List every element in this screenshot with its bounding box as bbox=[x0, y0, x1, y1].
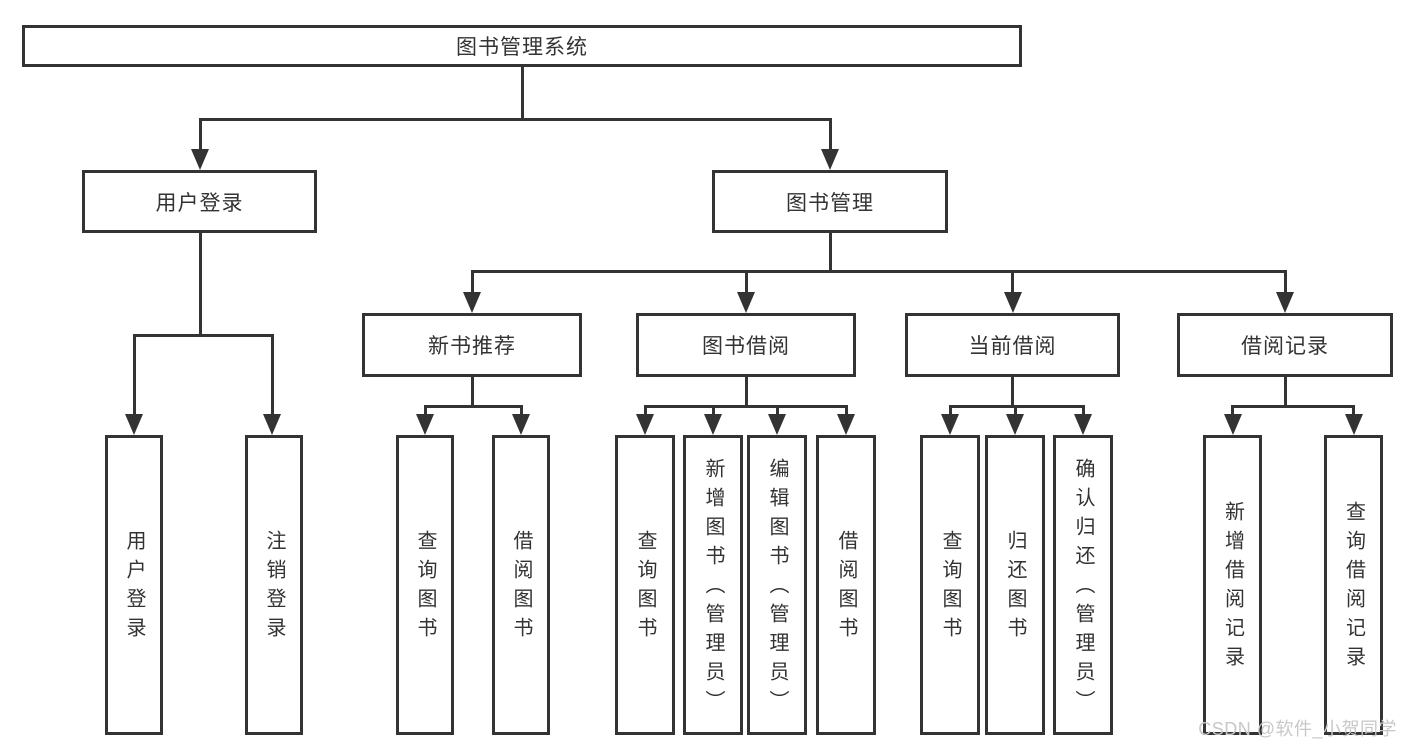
connector-book-borrow-stem bbox=[744, 377, 748, 408]
connector-to-user-login bbox=[198, 118, 202, 152]
connector-leaf-stub bbox=[1231, 405, 1234, 416]
connector-to-leaf-user-login bbox=[132, 334, 136, 416]
connector-leaf-stub bbox=[1013, 405, 1017, 416]
connector-leaf-stub bbox=[948, 405, 952, 416]
arrow-down-icon bbox=[1074, 414, 1092, 435]
connector-to-book-management bbox=[828, 118, 832, 152]
leaf-query-books-recommend: 查询图书 bbox=[396, 435, 454, 735]
connector-leaf-stub bbox=[1352, 405, 1355, 416]
arrow-down-icon bbox=[821, 149, 839, 170]
arrow-down-icon bbox=[1344, 414, 1363, 435]
arrow-down-icon bbox=[416, 414, 434, 435]
connector-current-borrow-stem bbox=[1011, 377, 1014, 408]
arrow-down-icon bbox=[704, 414, 722, 435]
arrow-down-icon bbox=[1003, 292, 1022, 313]
connector-to-book-borrowing bbox=[744, 270, 748, 296]
connector-borrow-records-rail bbox=[1231, 405, 1355, 408]
connector-leaf-stub bbox=[643, 405, 647, 416]
node-library-management-system: 图书管理系统 bbox=[22, 25, 1022, 67]
connector-to-current-borrowing bbox=[1011, 270, 1014, 296]
arrow-down-icon bbox=[1006, 414, 1024, 435]
connector-to-new-book bbox=[470, 270, 474, 296]
leaf-edit-books-admin: 编辑图书（管理员） bbox=[747, 435, 807, 735]
node-user-login: 用户登录 bbox=[82, 170, 317, 233]
connector-user-login-stem bbox=[198, 233, 202, 337]
arrow-down-icon bbox=[768, 414, 786, 435]
leaf-query-books-borrow: 查询图书 bbox=[615, 435, 675, 735]
connector-leaf-stub bbox=[844, 405, 848, 416]
connector-to-leaf-logout bbox=[270, 334, 274, 416]
arrow-down-icon bbox=[837, 414, 855, 435]
connector-leaf-stub bbox=[423, 405, 427, 416]
leaf-return-books: 归还图书 bbox=[985, 435, 1045, 735]
leaf-user-login: 用户登录 bbox=[105, 435, 163, 735]
connector-user-login-rail bbox=[132, 334, 274, 337]
leaf-add-books-admin: 新增图书（管理员） bbox=[683, 435, 743, 735]
arrow-down-icon bbox=[512, 414, 530, 435]
csdn-watermark: CSDN @软件_小贺同学 bbox=[1198, 719, 1397, 739]
connector-leaf-stub bbox=[775, 405, 779, 416]
node-book-borrowing: 图书借阅 bbox=[636, 313, 856, 377]
arrow-down-icon bbox=[1276, 292, 1294, 313]
leaf-borrow-books: 借阅图书 bbox=[816, 435, 876, 735]
connector-book-mgmt-rail bbox=[470, 270, 1287, 273]
arrow-down-icon bbox=[463, 292, 481, 313]
arrow-down-icon bbox=[263, 414, 281, 435]
node-current-borrowing: 当前借阅 bbox=[905, 313, 1120, 377]
connector-borrow-records-stem bbox=[1283, 377, 1287, 408]
connector-book-mgmt-stem bbox=[828, 233, 832, 273]
arrow-down-icon bbox=[941, 414, 959, 435]
connector-leaf-stub bbox=[1081, 405, 1085, 416]
connector-new-book-stem bbox=[470, 377, 474, 408]
leaf-borrow-books-recommend: 借阅图书 bbox=[492, 435, 550, 735]
connector-leaf-stub bbox=[711, 405, 715, 416]
connector-root-rail bbox=[198, 118, 832, 121]
node-book-management: 图书管理 bbox=[712, 170, 948, 233]
node-new-book-recommendation: 新书推荐 bbox=[362, 313, 582, 377]
leaf-query-borrow-record: 查询借阅记录 bbox=[1324, 435, 1383, 735]
arrow-down-icon bbox=[125, 414, 143, 435]
leaf-query-books-current: 查询图书 bbox=[920, 435, 980, 735]
connector-leaf-stub bbox=[519, 405, 523, 416]
connector-book-borrow-rail bbox=[643, 405, 848, 408]
connector-to-borrowing-records bbox=[1283, 270, 1287, 296]
arrow-down-icon bbox=[636, 414, 654, 435]
connector-root-stem bbox=[520, 67, 524, 119]
arrow-down-icon bbox=[737, 292, 755, 313]
leaf-add-borrow-record: 新增借阅记录 bbox=[1203, 435, 1262, 735]
arrow-down-icon bbox=[1223, 414, 1242, 435]
leaf-confirm-return-admin: 确认归还（管理员） bbox=[1053, 435, 1113, 735]
leaf-logout: 注销登录 bbox=[245, 435, 303, 735]
connector-new-book-rail bbox=[423, 405, 523, 408]
connector-current-borrow-rail bbox=[948, 405, 1085, 408]
node-borrowing-records: 借阅记录 bbox=[1177, 313, 1393, 377]
arrow-down-icon bbox=[191, 149, 209, 170]
